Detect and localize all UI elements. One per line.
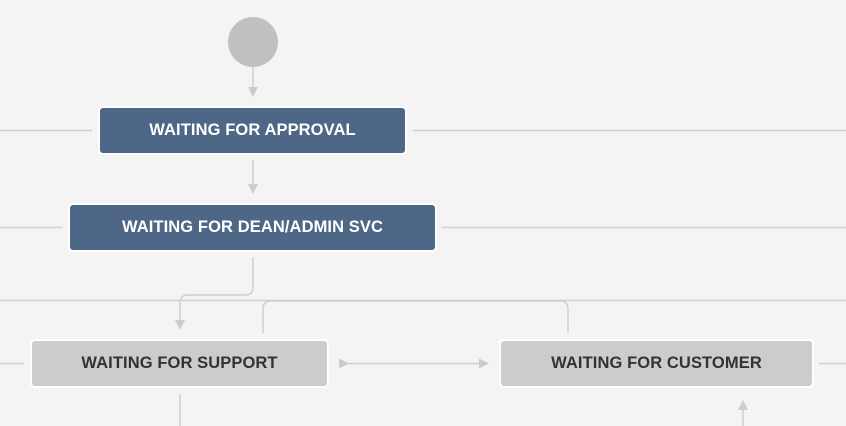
status-node-waiting-for-dean-admin-svc[interactable]: WAITING FOR DEAN/ADMIN SVC — [68, 203, 437, 252]
start-circle-icon — [228, 17, 278, 67]
status-node-label: WAITING FOR DEAN/ADMIN SVC — [121, 218, 384, 236]
status-node-waiting-for-approval[interactable]: WAITING FOR APPROVAL — [98, 106, 407, 155]
status-node-label: WAITING FOR APPROVAL — [149, 121, 356, 139]
status-node-waiting-for-customer[interactable]: WAITING FOR CUSTOMER — [499, 339, 814, 388]
edge-dean-to-support[interactable] — [175, 257, 254, 330]
status-node-waiting-for-support[interactable]: WAITING FOR SUPPORT — [30, 339, 329, 388]
status-node-label: WAITING FOR CUSTOMER — [551, 354, 762, 372]
status-node-label: WAITING FOR SUPPORT — [81, 354, 278, 372]
edge-support-customer-loop[interactable] — [262, 300, 569, 333]
